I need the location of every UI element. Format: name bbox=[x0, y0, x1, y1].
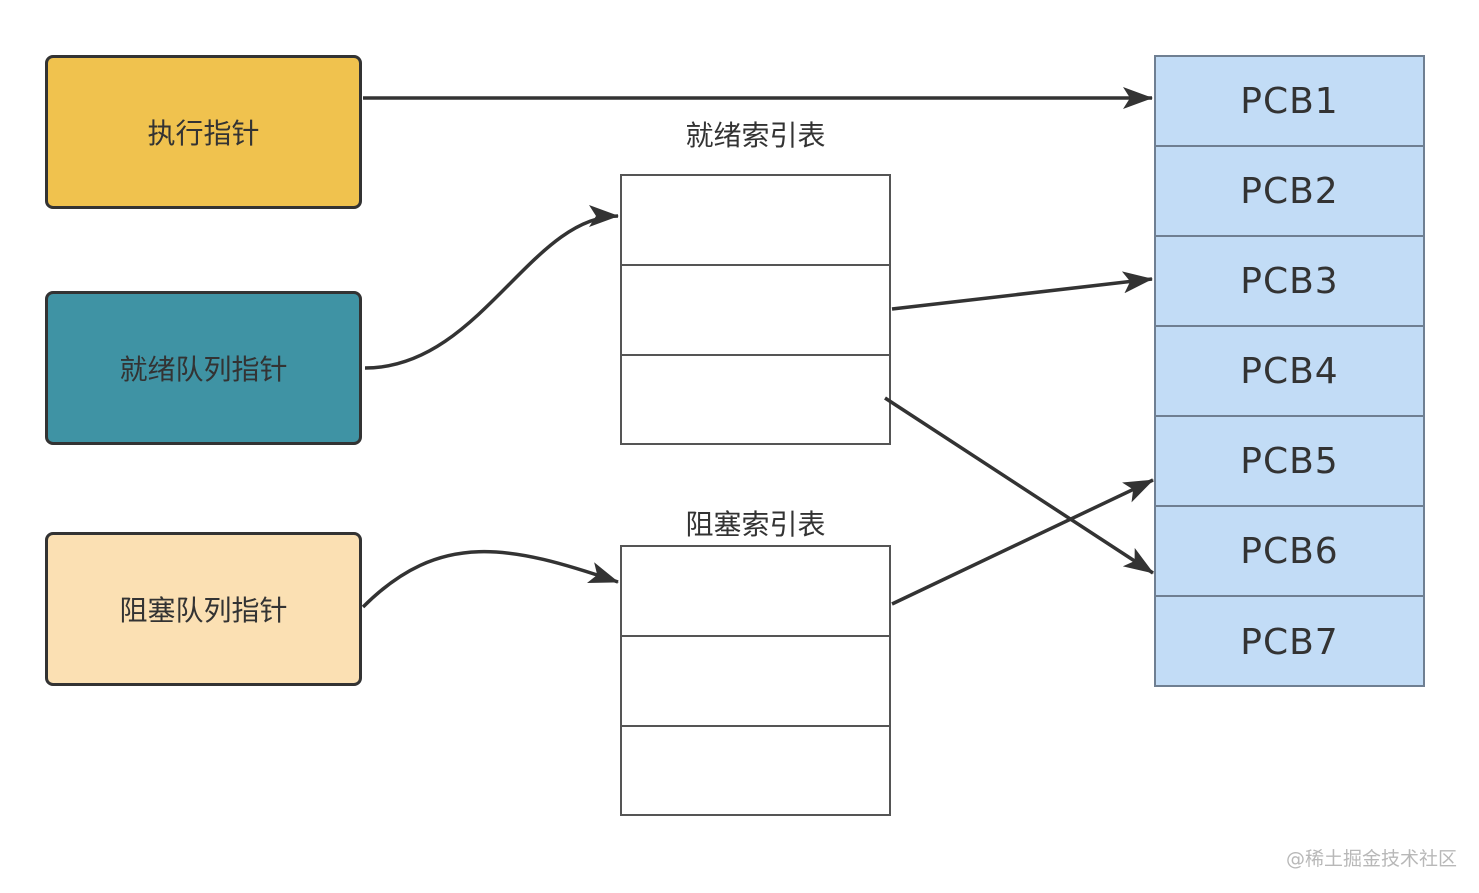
ready-index-table-title: 就绪索引表 bbox=[685, 119, 826, 152]
ready-queue-pointer-box: 就绪队列指针 bbox=[45, 291, 362, 445]
pcb-1: PCB1 bbox=[1156, 57, 1423, 147]
pcb-3: PCB3 bbox=[1156, 237, 1423, 327]
blocked-index-slot bbox=[622, 637, 889, 727]
arrow-ready-table-to-pcb6 bbox=[884, 396, 1154, 575]
ready-index-slot bbox=[622, 176, 889, 266]
blocked-queue-pointer-box: 阻塞队列指针 bbox=[45, 532, 362, 686]
pcb-7: PCB7 bbox=[1240, 621, 1339, 663]
watermark: @稀土掘金技术社区 bbox=[1285, 848, 1457, 870]
blocked-index-table bbox=[620, 545, 891, 816]
pcb-6: PCB6 bbox=[1156, 507, 1423, 597]
blocked-index-slot bbox=[622, 547, 889, 637]
blocked-queue-pointer-label: 阻塞队列指针 bbox=[119, 594, 288, 627]
ready-index-table bbox=[620, 174, 891, 445]
ready-index-slot bbox=[622, 266, 889, 356]
exec-pointer-label: 执行指针 bbox=[147, 117, 260, 150]
pcb-2: PCB2 bbox=[1156, 147, 1423, 237]
arrow-ready-pointer-to-ready-table bbox=[364, 205, 619, 370]
pcb-5: PCB5 bbox=[1156, 417, 1423, 507]
arrow-blocked-pointer-to-blocked-table bbox=[361, 550, 619, 609]
arrow-ready-table-to-pcb3 bbox=[891, 271, 1153, 311]
ready-queue-pointer-label: 就绪队列指针 bbox=[119, 353, 288, 386]
arrow-blocked-table-to-pcb5 bbox=[891, 478, 1154, 606]
pcb-4: PCB4 bbox=[1156, 327, 1423, 417]
blocked-index-table-title: 阻塞索引表 bbox=[685, 508, 826, 541]
exec-pointer-box: 执行指针 bbox=[45, 55, 362, 209]
pcb-table: PCB1 PCB2 PCB3 PCB4 PCB5 PCB6 PCB7 bbox=[1154, 55, 1425, 687]
